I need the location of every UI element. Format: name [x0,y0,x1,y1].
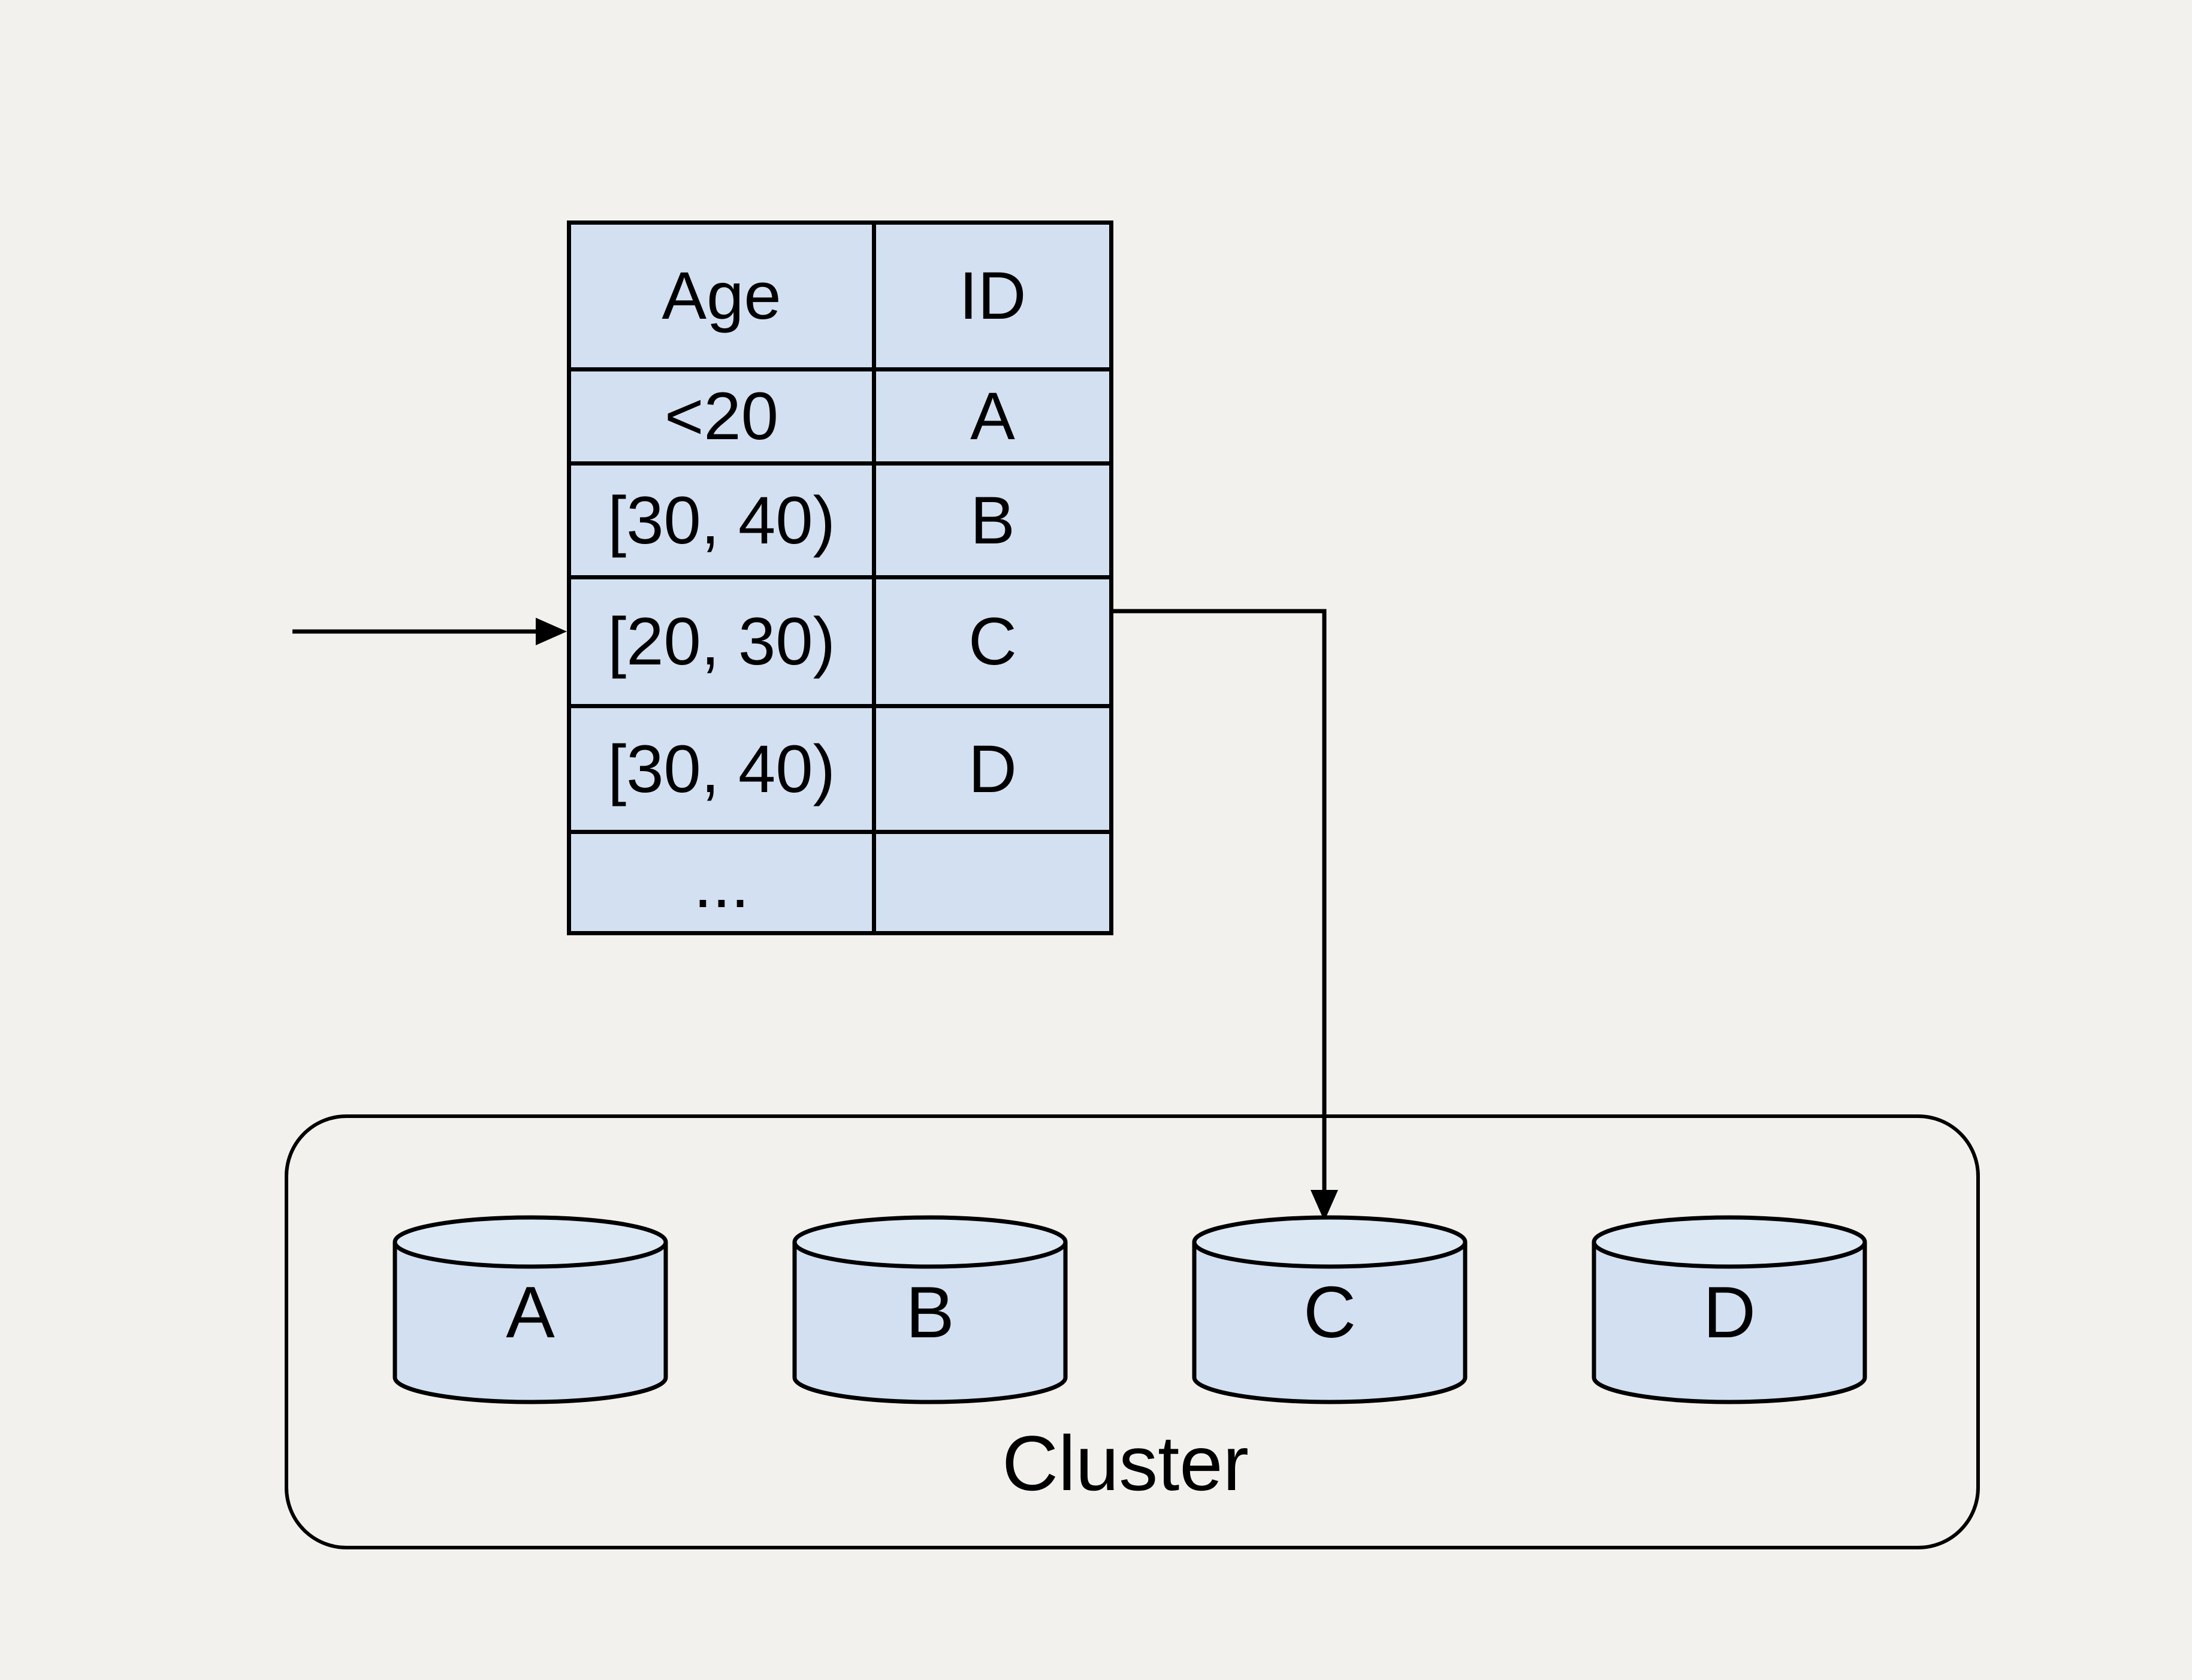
db-cylinder-c: C [1192,1215,1468,1404]
cell-id-4 [872,830,1113,935]
db-cylinder-a-top [392,1215,668,1269]
cluster-boundary [285,1114,1980,1549]
db-cylinder-d: D [1592,1215,1867,1404]
cell-age-3: [30, 40) [567,704,876,834]
header-age: Age [567,220,876,371]
cell-age-2: [20, 30) [567,575,876,708]
cell-id-1: B [872,461,1113,579]
db-cylinder-a-label: A [506,1271,555,1353]
db-cylinder-c-body [1192,1242,1468,1404]
db-cylinder-c-top [1192,1215,1468,1269]
cluster-label: Cluster [1002,1419,1249,1507]
cell-age-4: ... [567,830,876,935]
db-cylinder-d-top [1592,1215,1867,1269]
db-cylinder-d-label: D [1703,1271,1756,1353]
db-cylinder-b-body [792,1242,1068,1404]
table-row: [30, 40) D [567,704,1113,834]
db-cylinder-b-top [792,1215,1068,1269]
row-to-node-connector [1106,609,1338,1221]
routing-table: Age ID <20 A [30, 40) B [20, 30) C [30, … [567,220,1113,935]
table-row: ... [567,830,1113,935]
table-row: [30, 40) B [567,461,1113,579]
table-row: [20, 30) C [567,575,1113,708]
cell-id-3: D [872,704,1113,834]
db-cylinder-a-body [392,1242,668,1404]
row-to-node-connector-path [1106,609,1327,1191]
incoming-row-arrowhead-icon [536,618,567,645]
db-cylinder-d-body [1592,1242,1867,1404]
cell-id-2: C [872,575,1113,708]
db-cylinder-b: B [792,1215,1068,1404]
header-id: ID [872,220,1113,371]
row-to-node-arrowhead-icon [1311,1190,1338,1221]
cell-id-0: A [872,367,1113,466]
cell-age-0: <20 [567,367,876,466]
table-row: <20 A [567,367,1113,466]
incoming-row-arrow [292,618,567,645]
table-header-row: Age ID [567,220,1113,371]
db-cylinder-a: A [392,1215,668,1404]
cell-age-1: [30, 40) [567,461,876,579]
db-cylinder-c-label: C [1303,1271,1356,1353]
db-cylinder-b-label: B [905,1271,954,1353]
